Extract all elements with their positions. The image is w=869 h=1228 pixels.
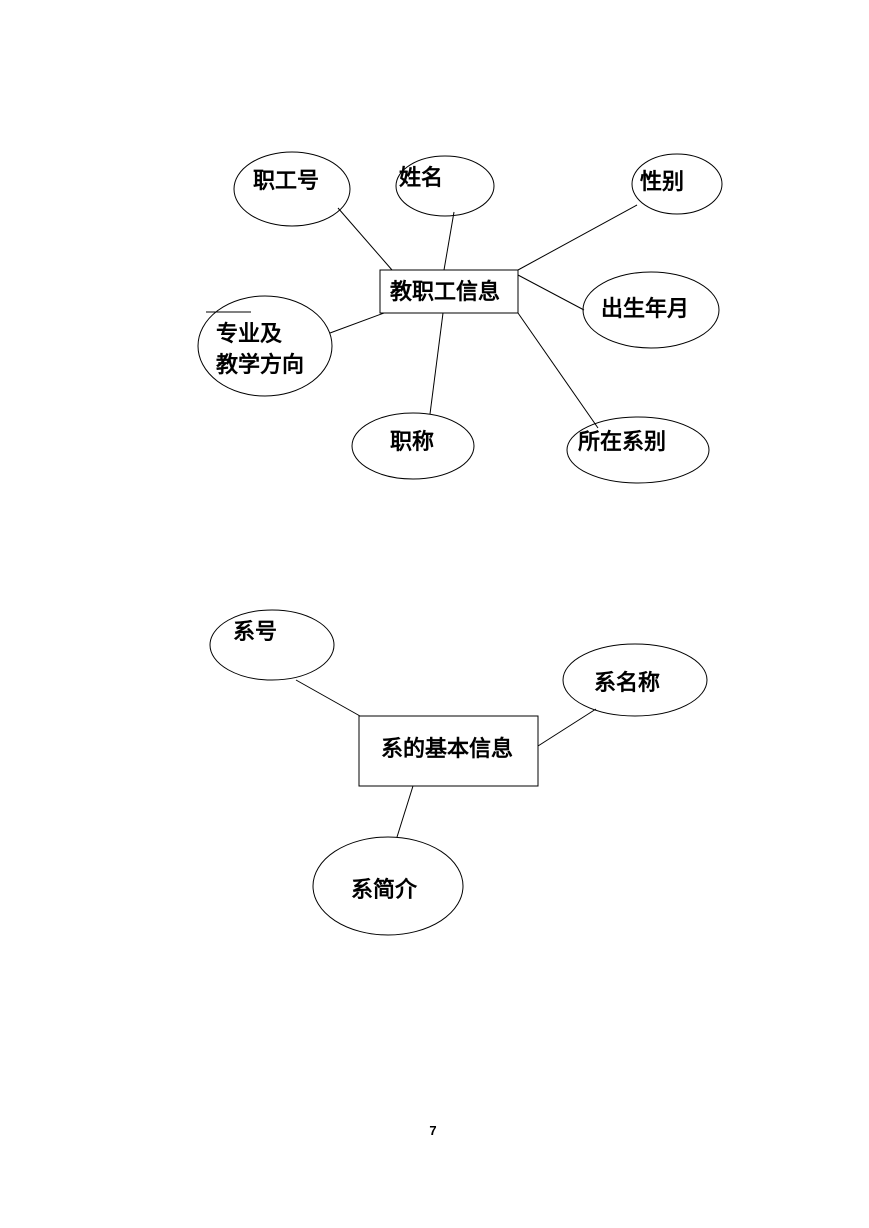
attribute-major-ellipse: [197, 295, 333, 397]
connector-staff-id: [337, 207, 393, 271]
attribute-name-ellipse: [395, 155, 495, 217]
page-number: 7: [429, 1123, 436, 1138]
connector-name: [443, 211, 455, 271]
attribute-staff-id-label: 职工号: [253, 168, 319, 194]
attribute-dept-intro-ellipse: [312, 836, 464, 936]
connector-department: [517, 312, 599, 429]
entity-staff-box: [379, 269, 519, 314]
entity-dept-label: 系的基本信息: [381, 736, 513, 762]
attribute-name-label: 姓名: [399, 165, 443, 191]
attribute-title-ellipse: [351, 412, 475, 480]
attribute-title-label: 职称: [390, 429, 434, 455]
attribute-dept-id-label: 系号: [233, 619, 277, 645]
attribute-gender-ellipse: [631, 153, 723, 215]
attribute-birth-ellipse: [582, 271, 720, 349]
attribute-birth-label: 出生年月: [601, 296, 689, 322]
connector-gender: [517, 204, 638, 271]
attribute-dept-intro-label: 系简介: [351, 877, 418, 903]
attribute-gender-label: 性别: [640, 169, 684, 195]
connector-dept-intro: [396, 785, 414, 838]
attribute-department-label: 所在系别: [578, 429, 666, 455]
connector-dept-id: [295, 679, 361, 717]
attribute-department-ellipse: [566, 416, 710, 484]
connector-major: [329, 312, 385, 334]
connector-dept-name: [537, 708, 597, 747]
attribute-major-label-line1: 专业及: [216, 321, 283, 347]
attribute-major-label-line2: 教学方向: [216, 352, 304, 378]
connector-birth: [517, 274, 585, 311]
attribute-dept-id-ellipse: [209, 609, 335, 681]
entity-staff-label: 教职工信息: [390, 279, 500, 305]
attribute-dept-name-ellipse: [562, 643, 708, 717]
entity-dept-box: [358, 715, 539, 787]
attribute-dept-name-label: 系名称: [594, 670, 660, 696]
attribute-staff-id-ellipse: [233, 151, 351, 227]
connector-title: [429, 312, 444, 415]
